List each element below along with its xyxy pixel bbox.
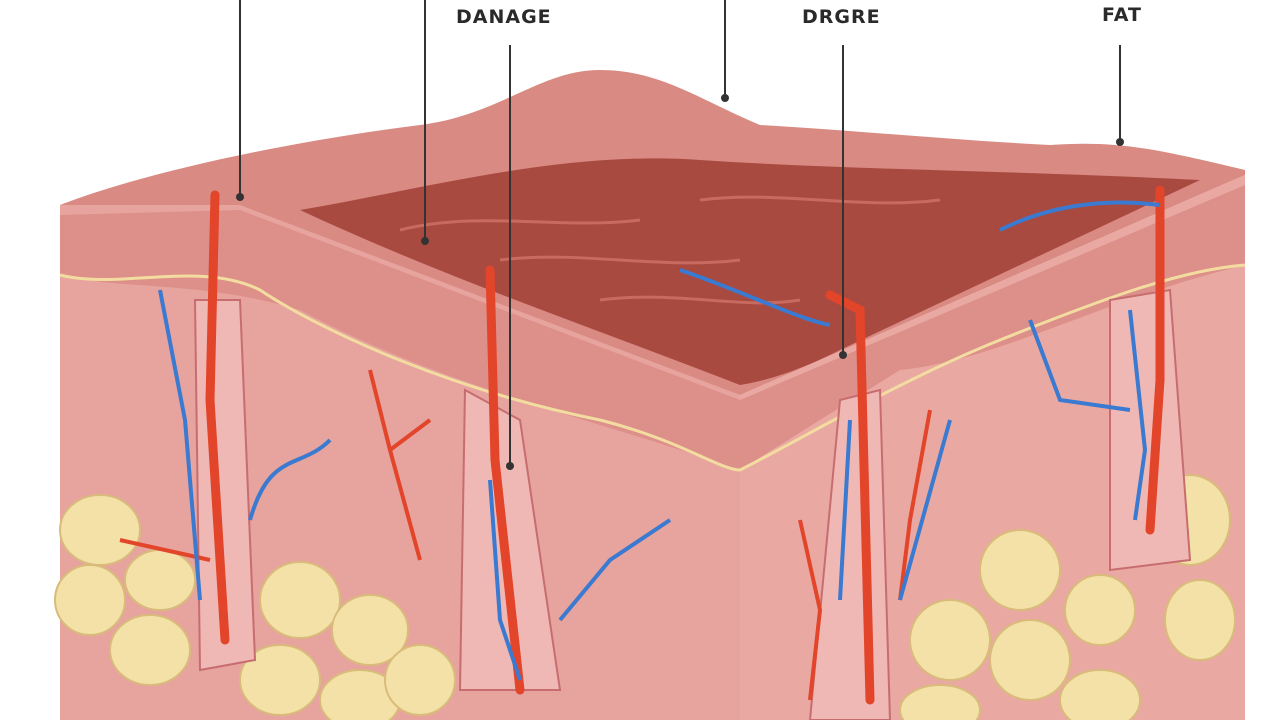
fat-layer bbox=[54, 474, 1236, 720]
burn-wound-area bbox=[300, 158, 1200, 385]
wound-texture bbox=[399, 195, 941, 305]
veins bbox=[158, 200, 1161, 681]
leader-dots bbox=[236, 94, 1124, 470]
label-degree: DRGRE bbox=[802, 6, 881, 28]
epidermis-layer bbox=[60, 185, 1245, 470]
leader-lines bbox=[239, 0, 1121, 465]
label-fat: FAT bbox=[1102, 4, 1142, 26]
hair-follicles bbox=[193, 288, 1192, 720]
label-damage: DANAGE bbox=[456, 6, 552, 28]
dermis-boundary bbox=[59, 263, 1246, 472]
arteries bbox=[205, 185, 1165, 705]
